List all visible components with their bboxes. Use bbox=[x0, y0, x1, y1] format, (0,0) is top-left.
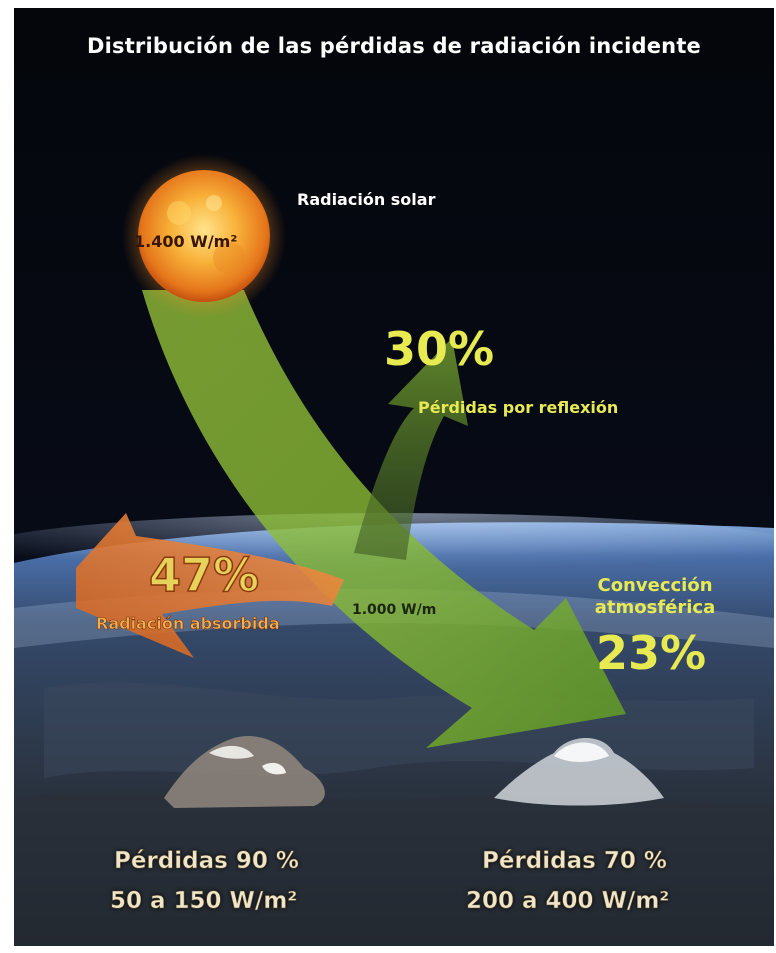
reflection-percent: 30% bbox=[384, 322, 495, 376]
loss-left-percent: Pérdidas 90 % bbox=[114, 848, 299, 875]
reflection-label: Pérdidas por reflexión bbox=[418, 398, 619, 417]
convection-label: Convección atmosférica bbox=[594, 575, 716, 618]
earth-surface bbox=[14, 513, 774, 946]
absorption-label: Radiación absorbida bbox=[96, 614, 280, 634]
cloud-icon bbox=[164, 736, 325, 808]
sun-label: Radiación solar bbox=[297, 190, 436, 209]
loss-right-range: 200 a 400 W/m² bbox=[466, 888, 670, 915]
absorption-percent: 47% bbox=[148, 547, 260, 603]
infographic: Distribución de las pérdidas de radiació… bbox=[14, 8, 774, 946]
convection-percent: 23% bbox=[596, 626, 707, 680]
loss-right-percent: Pérdidas 70 % bbox=[482, 848, 667, 875]
loss-left-range: 50 a 150 W/m² bbox=[110, 888, 298, 915]
surface-value: 1.000 W/m bbox=[352, 602, 437, 618]
illustration bbox=[14, 8, 774, 946]
sun-value: 1.400 W/m² bbox=[134, 232, 238, 251]
reflection-arrow bbox=[354, 338, 468, 560]
sun-icon bbox=[122, 154, 286, 318]
cloud-icon bbox=[494, 738, 664, 806]
absorption-arrow bbox=[76, 513, 344, 658]
page-title: Distribución de las pérdidas de radiació… bbox=[86, 34, 702, 58]
